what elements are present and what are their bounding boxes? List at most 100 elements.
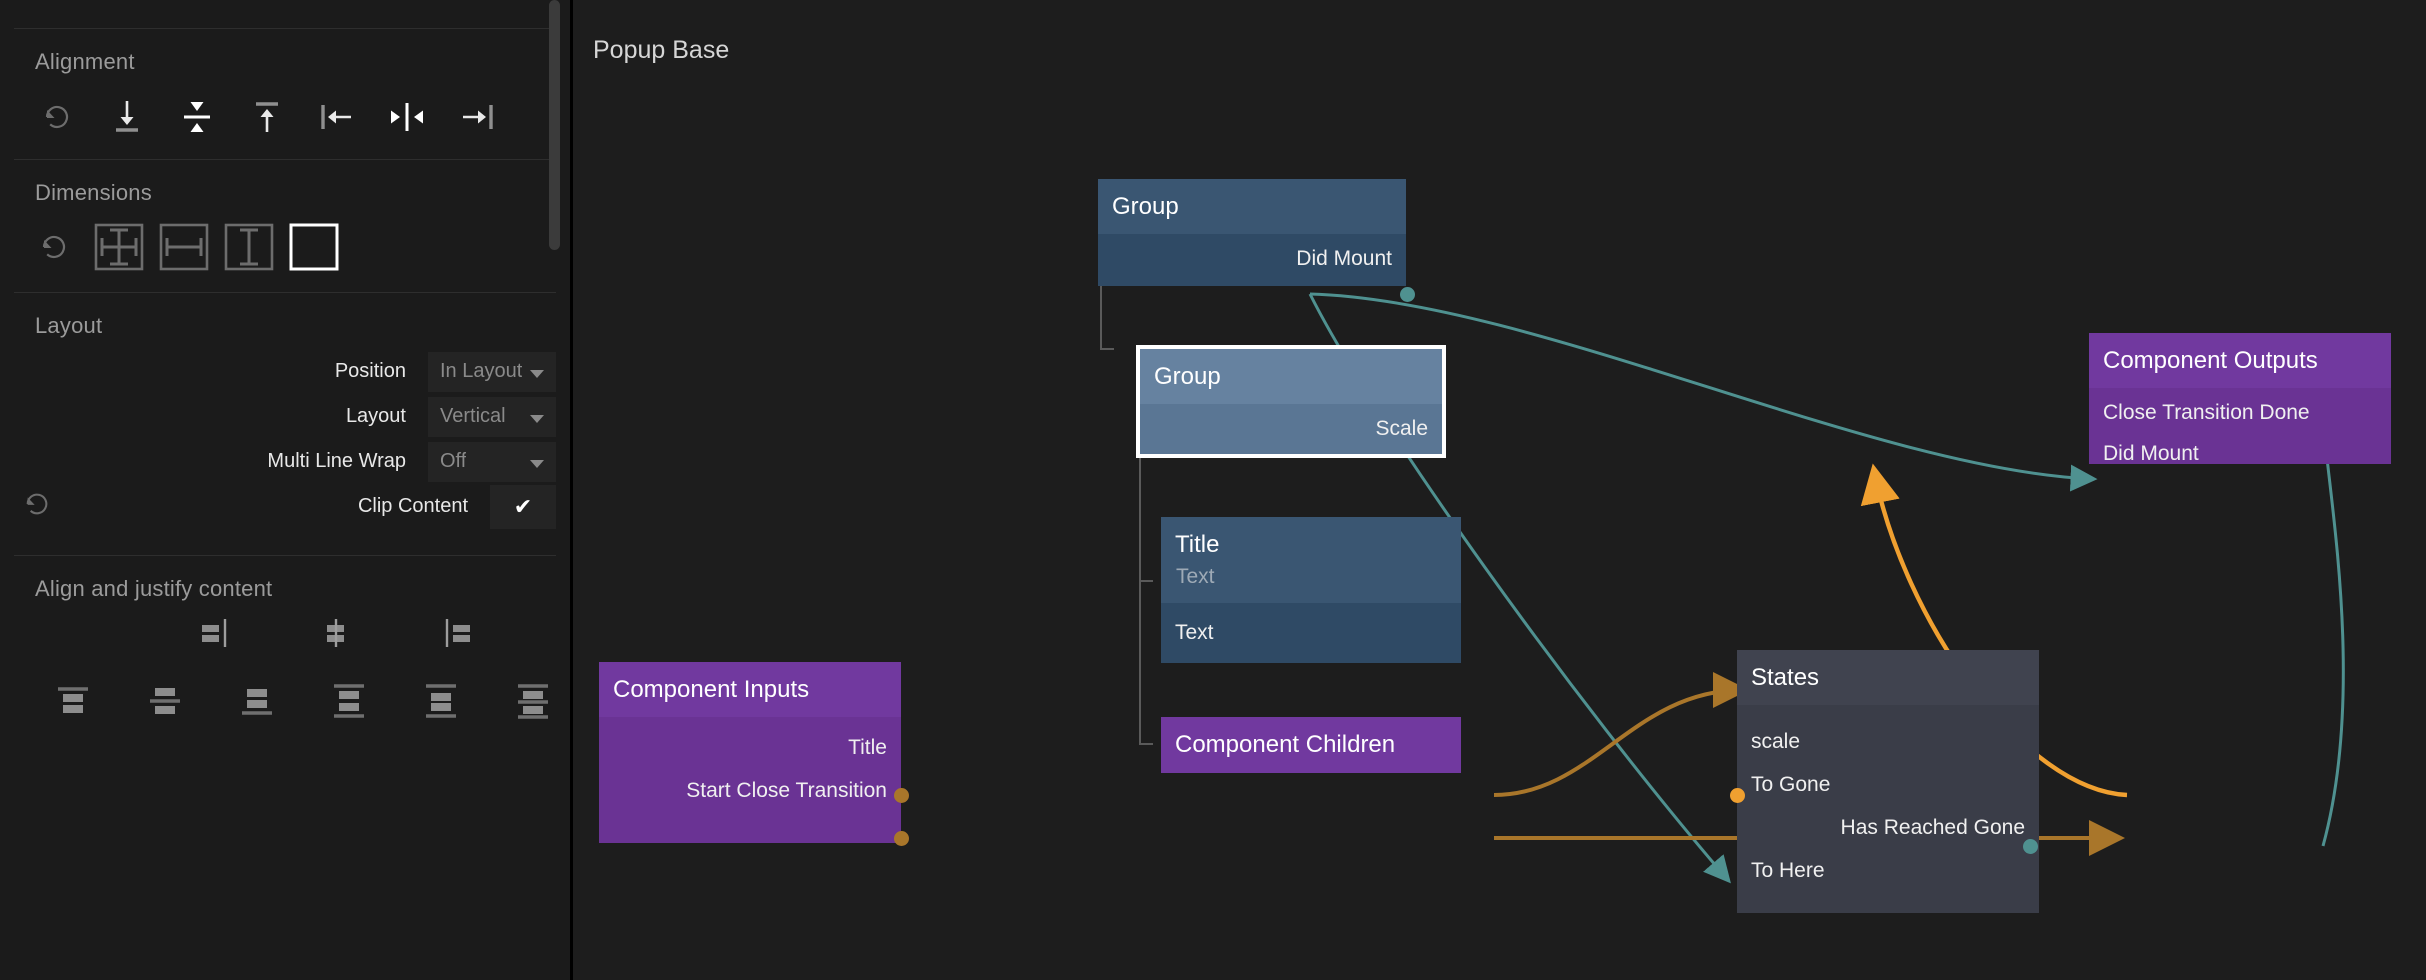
tree-guide-line <box>1139 455 1141 745</box>
node-states[interactable]: States scale To Gone Has Reached Gone To… <box>1737 650 2039 913</box>
reset-clip-content-button[interactable] <box>14 490 60 523</box>
multi-line-wrap-select[interactable]: Off <box>428 441 556 482</box>
layout-field-multi-line-wrap: Multi Line Wrap Off <box>14 439 556 484</box>
clip-content-checkbox[interactable]: ✔ <box>490 484 556 529</box>
node-group-inner[interactable]: Group Scale <box>1136 345 1446 458</box>
size-height-button[interactable] <box>216 219 281 279</box>
justify-center-button[interactable] <box>306 607 366 663</box>
node-body: Close Transition Done Did Mount <box>2089 388 2391 464</box>
size-both-button[interactable] <box>86 219 151 279</box>
align-content-space-evenly-icon <box>511 679 555 728</box>
justify-end-icon <box>436 613 476 658</box>
layout-value: Vertical <box>440 405 506 427</box>
align-vertical-center-icon <box>180 97 214 137</box>
port-text[interactable]: Text <box>1175 621 1214 644</box>
edge-title-to-text <box>1493 672 1749 797</box>
edge-did-mount-to-outputs <box>1309 292 2098 492</box>
edge-has-reached-gone-to-close-done <box>2313 435 2345 847</box>
divider <box>14 292 556 293</box>
align-bottom-icon <box>110 99 144 135</box>
port-dot-did-mount[interactable] <box>1400 287 1415 302</box>
inspector-top-strip <box>0 0 570 28</box>
node-component-inputs[interactable]: Component Inputs Title Start Close Trans… <box>599 662 901 843</box>
justify-content-row <box>14 602 556 668</box>
layout-label: Layout <box>345 405 406 427</box>
node-component-children[interactable]: Component Children <box>1161 717 1461 773</box>
tree-guide-line <box>1100 348 1114 350</box>
port-to-here[interactable]: To Here <box>1751 859 1825 882</box>
align-content-center-button[interactable] <box>142 675 189 731</box>
justify-start-icon <box>196 613 236 658</box>
reset-dimensions-button[interactable] <box>22 219 86 279</box>
align-horizontal-center-icon <box>386 100 428 134</box>
align-left-button[interactable] <box>302 87 372 147</box>
port-scale[interactable]: Scale <box>1375 417 1428 440</box>
layout-select[interactable]: Vertical <box>428 396 556 437</box>
chevron-down-icon <box>530 459 544 468</box>
node-title-text[interactable]: Title Text Text <box>1161 517 1461 663</box>
reset-alignment-button[interactable] <box>22 87 92 147</box>
align-content-end-button[interactable] <box>234 675 281 731</box>
divider <box>14 28 556 29</box>
port-dot-has-reached-gone[interactable] <box>2023 839 2038 854</box>
size-fixed-icon <box>289 223 339 276</box>
alignment-button-row <box>14 75 556 159</box>
port-did-mount[interactable]: Did Mount <box>1296 247 1392 270</box>
node-group-outer[interactable]: Group Did Mount <box>1098 179 1406 286</box>
align-content-start-button[interactable] <box>50 675 97 731</box>
port-scale[interactable]: scale <box>1751 730 1801 753</box>
justify-end-button[interactable] <box>426 607 486 663</box>
justify-center-icon <box>316 613 356 658</box>
node-title: Component Children <box>1175 731 1396 758</box>
graph-title: Popup Base <box>593 36 730 64</box>
alignment-section-title: Alignment <box>35 49 135 74</box>
dimensions-section-title: Dimensions <box>35 180 152 205</box>
align-content-space-around-button[interactable] <box>417 675 464 731</box>
clip-content-label: Clip Content <box>357 495 468 517</box>
align-content-start-icon <box>51 679 95 728</box>
chevron-down-icon <box>530 369 544 378</box>
port-close-transition-done[interactable]: Close Transition Done <box>2103 401 2310 424</box>
align-top-button[interactable] <box>232 87 302 147</box>
align-bottom-button[interactable] <box>92 87 162 147</box>
align-content-row <box>14 668 556 738</box>
position-value: In Layout <box>440 360 523 382</box>
port-did-mount[interactable]: Did Mount <box>2103 442 2199 465</box>
node-component-outputs[interactable]: Component Outputs Close Transition Done … <box>2089 333 2391 464</box>
align-content-center-icon <box>143 679 187 728</box>
node-graph-canvas[interactable]: Popup Base <box>573 0 2426 980</box>
position-select[interactable]: In Layout <box>428 351 556 392</box>
multi-line-wrap-label: Multi Line Wrap <box>267 450 406 472</box>
reset-icon <box>42 102 72 132</box>
divider <box>14 159 556 160</box>
node-subtitle: Text <box>1161 565 1461 603</box>
node-body: Title Start Close Transition <box>599 717 901 843</box>
align-justify-section-title: Align and justify content <box>35 576 273 601</box>
size-width-button[interactable] <box>151 219 216 279</box>
node-body: Scale <box>1140 404 1442 454</box>
port-title[interactable]: Title <box>848 736 887 759</box>
port-dot-start-close-transition[interactable] <box>894 831 909 846</box>
justify-start-button[interactable] <box>186 607 246 663</box>
layout-section-title: Layout <box>35 313 103 338</box>
align-right-button[interactable] <box>442 87 512 147</box>
port-start-close-transition[interactable]: Start Close Transition <box>686 779 887 802</box>
align-vertical-center-button[interactable] <box>162 87 232 147</box>
node-title: Group <box>1140 349 1442 404</box>
port-to-gone[interactable]: To Gone <box>1751 773 1831 796</box>
chevron-down-icon <box>530 414 544 423</box>
port-dot-scale-input[interactable] <box>1730 788 1745 803</box>
size-fixed-button[interactable] <box>281 219 346 279</box>
layout-form: Position In Layout Layout Vertical <box>14 339 556 555</box>
align-horizontal-center-button[interactable] <box>372 87 442 147</box>
alignment-section: Alignment <box>0 29 570 159</box>
port-has-reached-gone[interactable]: Has Reached Gone <box>1840 816 2025 839</box>
divider <box>14 555 556 556</box>
align-content-space-between-button[interactable] <box>325 675 372 731</box>
align-content-space-evenly-button[interactable] <box>509 675 556 731</box>
layout-field-clip-content: Clip Content ✔ <box>14 484 556 529</box>
size-width-icon <box>159 223 209 276</box>
inspector-scrollbar[interactable] <box>549 0 560 250</box>
port-dot-title[interactable] <box>894 788 909 803</box>
align-top-icon <box>250 99 284 135</box>
